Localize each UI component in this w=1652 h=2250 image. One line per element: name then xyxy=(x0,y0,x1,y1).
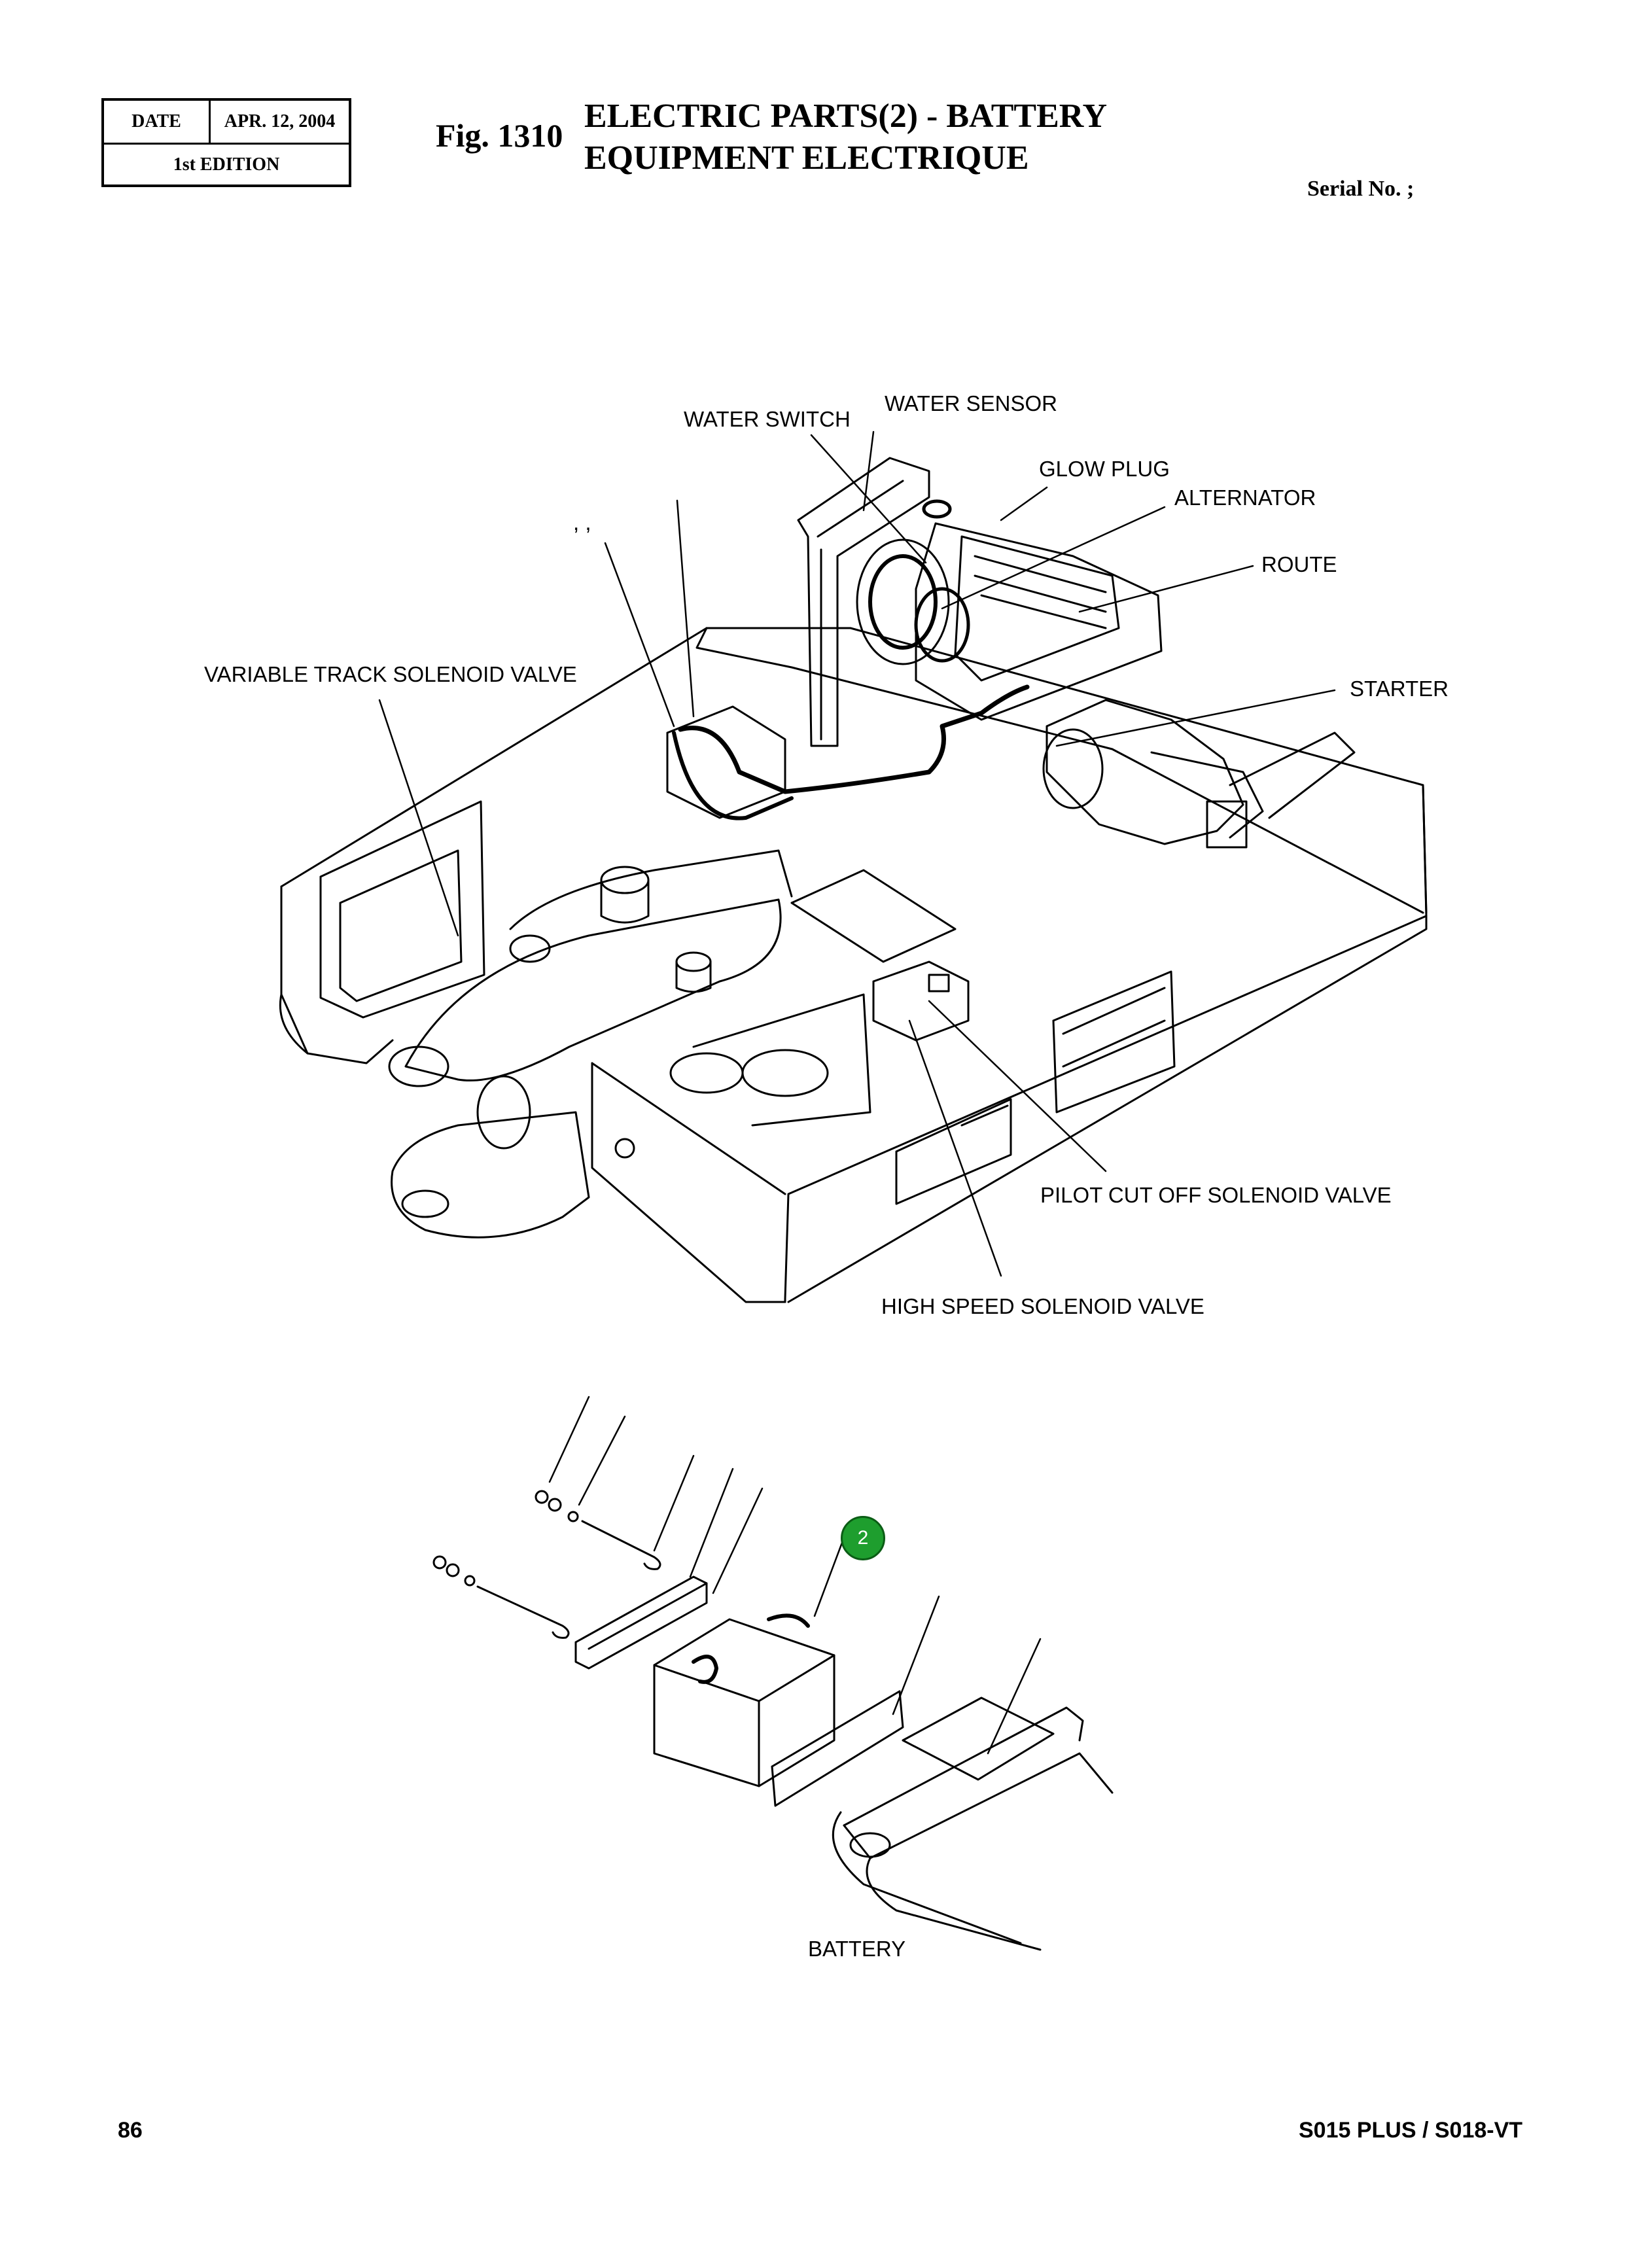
label-water-sensor: WATER SENSOR xyxy=(885,391,1058,415)
edition-box-row: DATE APR. 12, 2004 xyxy=(104,101,349,145)
edition-box: DATE APR. 12, 2004 1st EDITION xyxy=(101,98,351,187)
title-line-2: EQUIPMENT ELECTRIQUE xyxy=(584,139,1029,177)
label-battery: BATTERY xyxy=(808,1937,906,1961)
page-number: 86 xyxy=(118,2118,143,2143)
serial-number: Serial No. ; xyxy=(1307,177,1415,201)
date-label: DATE xyxy=(104,101,211,143)
label-glow-plug: GLOW PLUG xyxy=(1039,457,1170,481)
label-alternator: ALTERNATOR xyxy=(1174,485,1316,510)
callout-marker-2[interactable]: 2 xyxy=(841,1516,885,1560)
page-title: ELECTRIC PARTS(2) - BATTERY EQUIPMENT EL… xyxy=(584,96,1107,179)
label-variable-track-solenoid-valve: VARIABLE TRACK SOLENOID VALVE xyxy=(204,662,577,686)
battery-assembly xyxy=(432,1396,1114,1951)
model-name: S015 PLUS / S018-VT xyxy=(1299,2118,1523,2143)
leader-lines-upper xyxy=(378,431,1336,1277)
date-value: APR. 12, 2004 xyxy=(224,111,336,132)
label-stray-marks: , , xyxy=(573,510,591,535)
engine-assembly xyxy=(666,457,1356,1042)
label-starter: STARTER xyxy=(1350,677,1449,701)
title-line-1: ELECTRIC PARTS(2) - BATTERY xyxy=(584,97,1108,135)
frame-outline xyxy=(279,627,1428,1303)
edition-label: 1st EDITION xyxy=(173,154,280,175)
label-route: ROUTE xyxy=(1261,552,1337,576)
figure-number: Fig. 1310 xyxy=(436,117,563,154)
label-water-switch: WATER SWITCH xyxy=(684,407,851,431)
label-high-speed-solenoid-valve: HIGH SPEED SOLENOID VALVE xyxy=(881,1294,1204,1318)
label-pilot-cut-off-solenoid-valve: PILOT CUT OFF SOLENOID VALVE xyxy=(1040,1183,1392,1207)
